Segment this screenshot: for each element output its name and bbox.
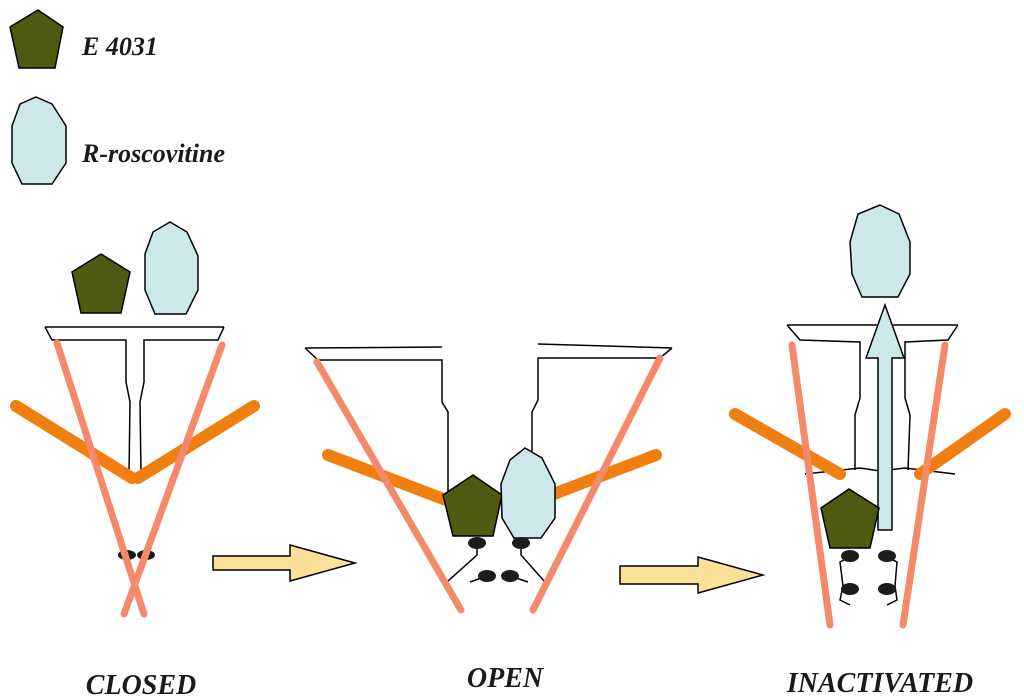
roscovitine-legend-icon xyxy=(11,96,67,185)
gate-ball xyxy=(478,570,496,582)
channel-outline-left xyxy=(304,347,449,498)
helix-salmon-left xyxy=(53,339,148,618)
transition-arrow-icon xyxy=(619,556,766,594)
inactivation-arrow-icon xyxy=(864,302,906,531)
gate-ball xyxy=(841,550,859,562)
inactivation-gate-right xyxy=(878,550,898,606)
roscovitine-drug-icon xyxy=(500,447,556,539)
e4031-drug-icon xyxy=(442,474,503,537)
helix-orange-left xyxy=(729,408,846,480)
helix-salmon-left xyxy=(313,358,465,614)
roscovitine-drug-icon xyxy=(144,221,199,315)
inactivation-gate-left xyxy=(839,550,859,606)
e4031-legend-icon xyxy=(9,9,64,69)
legend: E 4031 R-roscovitine xyxy=(9,9,225,185)
helix-salmon-right xyxy=(899,341,949,629)
helix-salmon-right xyxy=(120,341,226,618)
gate-ball xyxy=(878,583,896,595)
roscovitine-drug-icon xyxy=(849,204,911,298)
inactivation-gate-right xyxy=(501,537,546,605)
gate-ball xyxy=(878,550,896,562)
channel-outline-top xyxy=(304,346,443,349)
gate-ball xyxy=(512,537,530,549)
roscovitine-legend-label: R-roscovitine xyxy=(81,139,225,168)
channel-outline-right xyxy=(904,324,959,471)
inactivated-state-label: INACTIVATED xyxy=(786,668,973,699)
closed-state: CLOSED xyxy=(10,221,260,700)
helix-orange-right xyxy=(132,400,260,484)
helix-salmon-right xyxy=(529,354,664,614)
e4031-drug-icon xyxy=(820,488,880,549)
channel-outline-top xyxy=(537,343,673,349)
helix-orange-right xyxy=(914,408,1011,480)
gate-ball xyxy=(841,583,859,595)
gate-ball xyxy=(501,570,519,582)
open-state-label: OPEN xyxy=(467,663,545,694)
transition-arrow-icon xyxy=(212,544,358,582)
inactivation-gate-left xyxy=(446,537,496,605)
channel-outline-left xyxy=(786,324,861,470)
e4031-legend-label: E 4031 xyxy=(81,32,158,61)
inactivated-state: INACTIVATED xyxy=(729,204,1011,699)
helix-orange-left xyxy=(10,400,138,484)
open-state: OPEN xyxy=(304,343,673,694)
helix-salmon-left xyxy=(788,341,834,629)
closed-state-label: CLOSED xyxy=(86,670,196,700)
gate-ball xyxy=(468,537,486,549)
e4031-drug-icon xyxy=(71,253,131,314)
